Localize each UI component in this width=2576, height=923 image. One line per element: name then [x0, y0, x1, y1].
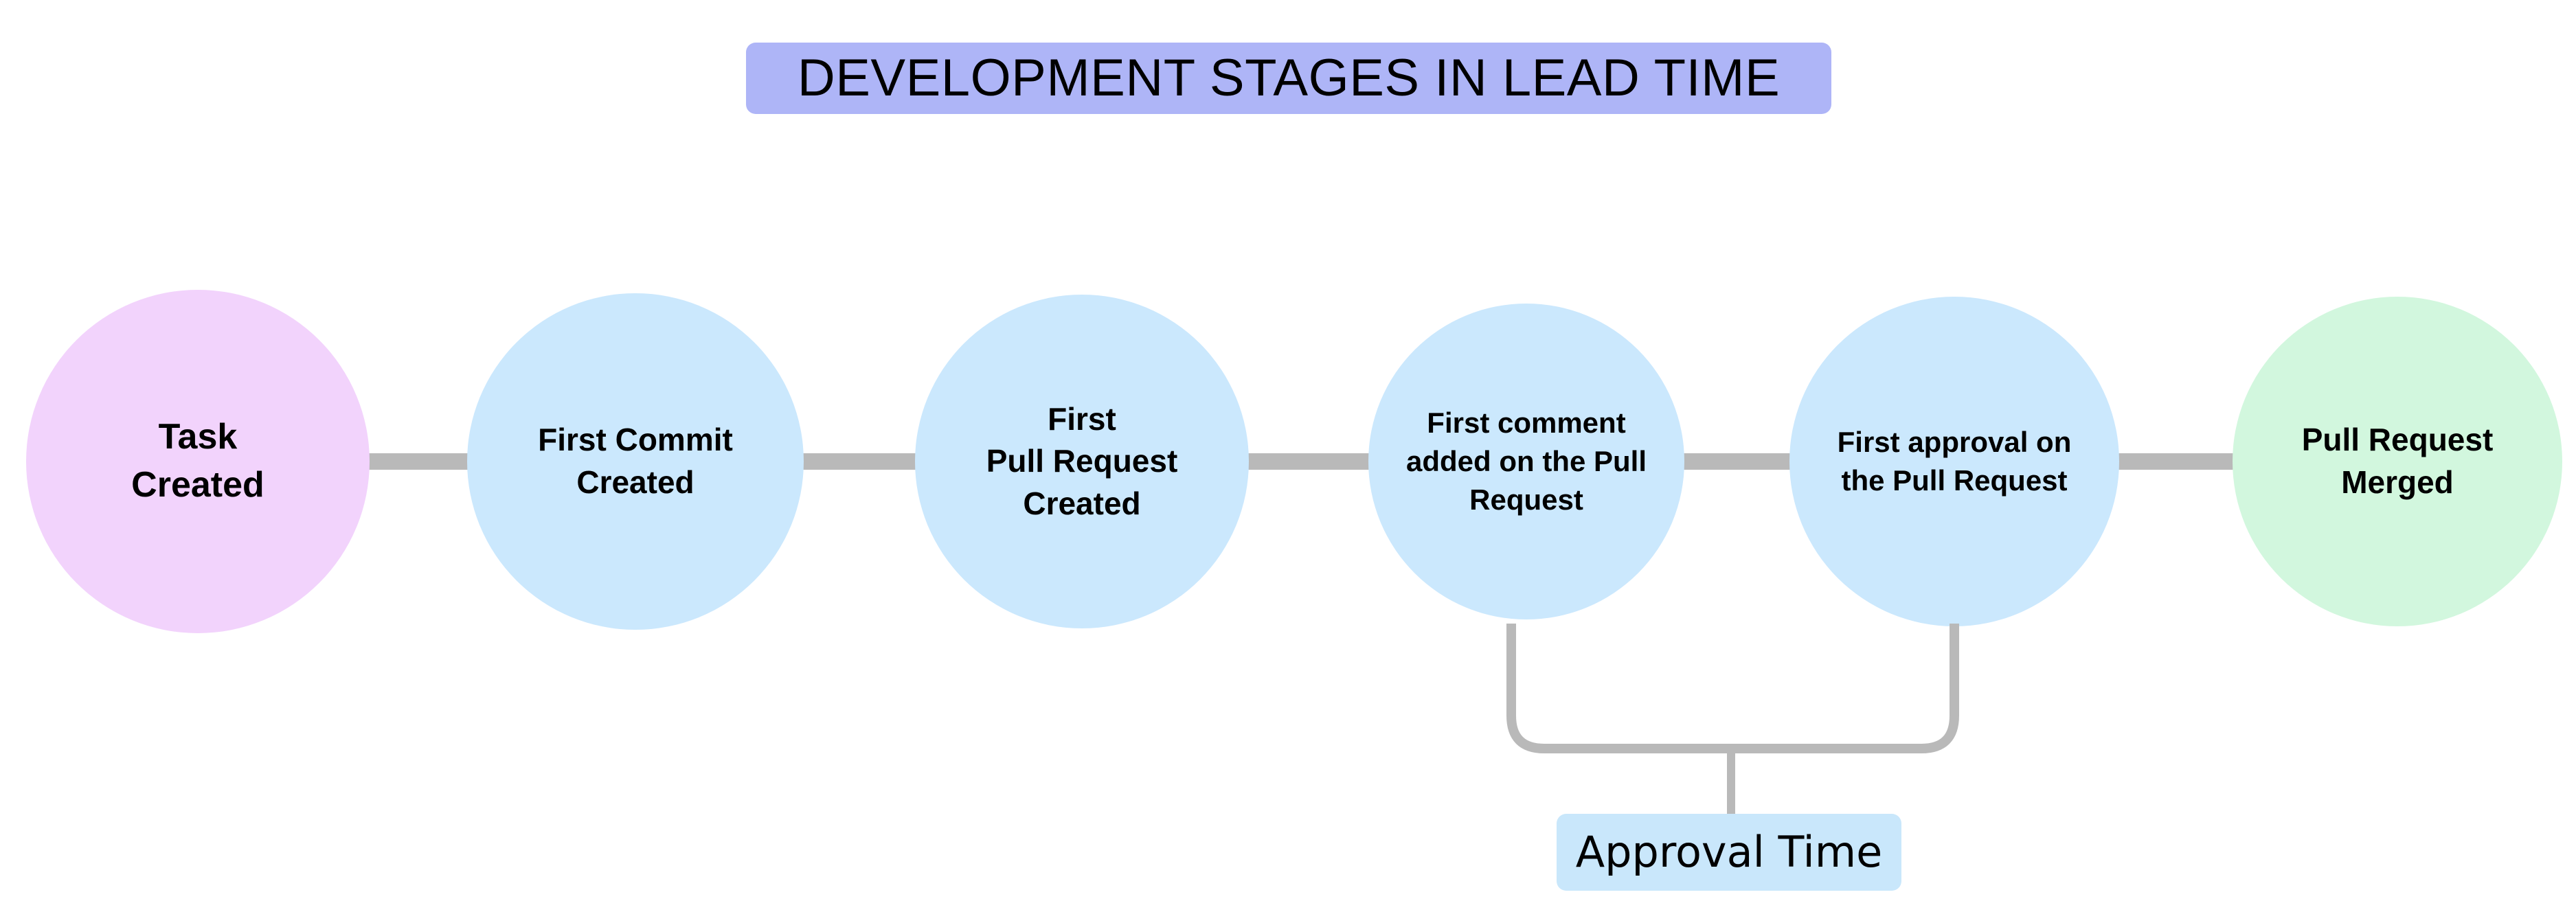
- stage-node-first-comment-on-pull-request[interactable]: First comment added on the Pull Request: [1368, 304, 1684, 619]
- diagram-title-banner: DEVELOPMENT STAGES IN LEAD TIME: [746, 43, 1831, 114]
- stage-label-task-created: Task Created: [131, 417, 264, 505]
- page-title: DEVELOPMENT STAGES IN LEAD TIME: [797, 49, 1781, 107]
- stage-node-pull-request-merged[interactable]: Pull Request Merged: [2233, 297, 2562, 626]
- stage-label-first-approval-on-pull-request: First approval on the Pull Request: [1837, 425, 2072, 497]
- connector-first-approval-to-merged: [2116, 453, 2237, 470]
- stage-node-first-pull-request-created[interactable]: First Pull Request Created: [915, 295, 1249, 628]
- connector-first-pr-to-first-comment: [1245, 453, 1372, 470]
- stage-label-first-comment-on-pull-request: First comment added on the Pull Request: [1405, 406, 1647, 516]
- connector-task-to-first-commit: [360, 453, 488, 470]
- connector-first-comment-to-first-approval: [1682, 453, 1794, 470]
- stage-node-first-approval-on-pull-request[interactable]: First approval on the Pull Request: [1789, 297, 2119, 626]
- stage-label-pull-request-merged: Pull Request Merged: [2301, 422, 2494, 500]
- stage-node-task-created[interactable]: Task Created: [26, 290, 370, 633]
- stage-label-first-commit-created: First Commit Created: [538, 422, 733, 500]
- connector-first-commit-to-first-pr: [801, 453, 925, 470]
- stage-label-first-pull-request-created: First Pull Request Created: [986, 400, 1178, 521]
- approval-time-label-pill[interactable]: Approval Time: [1557, 814, 1901, 891]
- approval-time-bracket: [1506, 624, 1959, 817]
- stage-node-first-commit-created[interactable]: First Commit Created: [467, 293, 804, 630]
- approval-time-label: Approval Time: [1575, 827, 1883, 877]
